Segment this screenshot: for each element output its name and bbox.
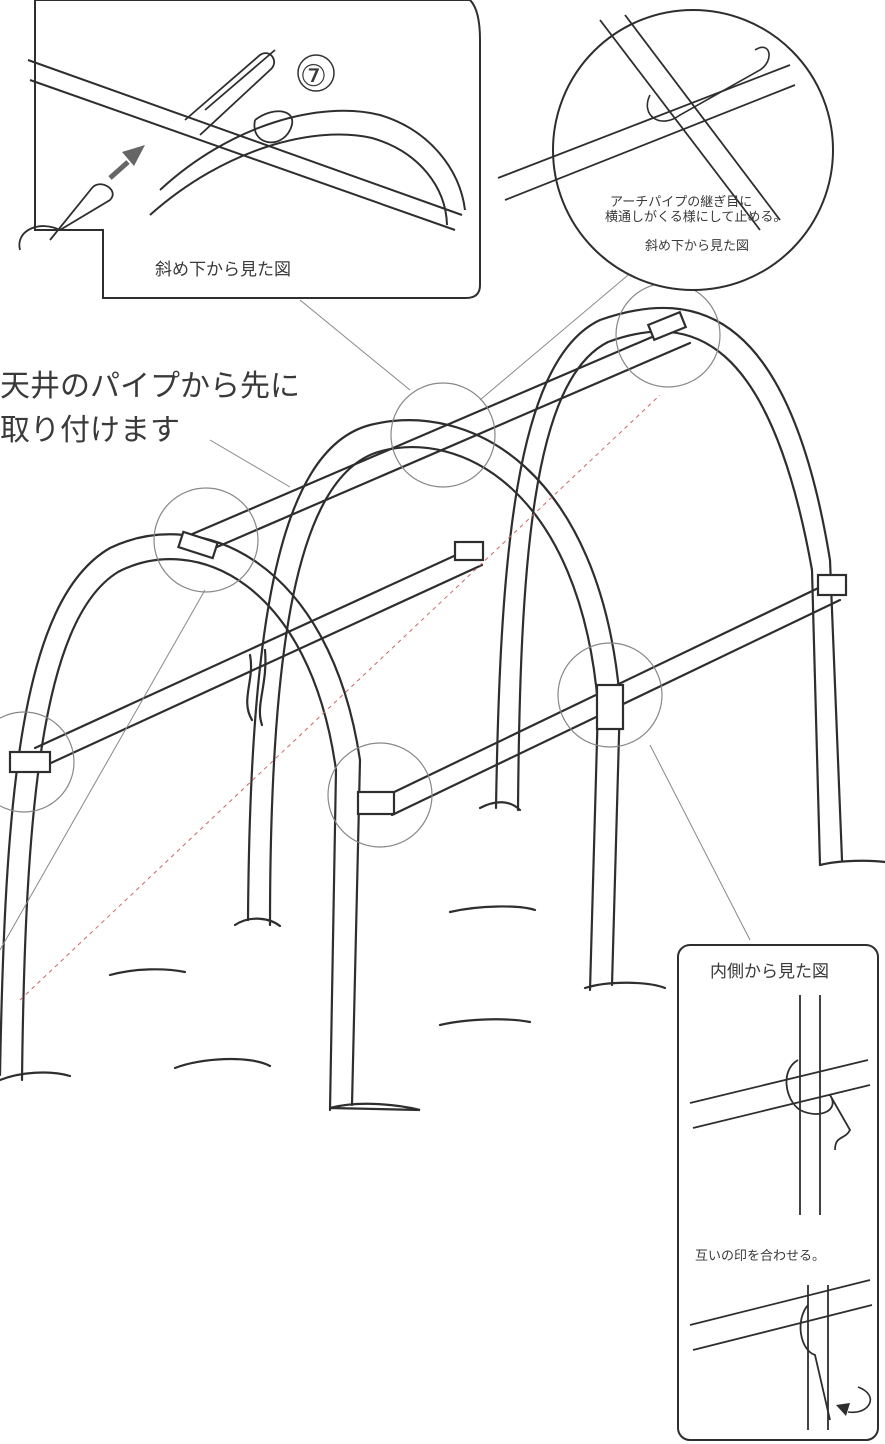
alignment-guide-line <box>19 394 661 1001</box>
ground-shadow <box>818 859 885 867</box>
ground-shadow <box>583 981 667 990</box>
cross-detail-upper <box>689 995 871 1215</box>
side-clip-back <box>816 573 848 597</box>
panel-bottom-right: 内側から見た図 互いの印を合わせる。 <box>677 944 879 1441</box>
detail-circle-side-mid <box>557 642 663 748</box>
detail-circle-ridge-front <box>153 487 259 593</box>
frame-structure <box>0 306 885 1112</box>
ground-shadow <box>478 801 522 812</box>
panel-bottom-right-note: 互いの印を合わせる。 <box>695 1249 825 1264</box>
ground-shadow <box>0 1071 72 1082</box>
panel-top-left: ⑦ 斜め下から見た図 <box>18 0 481 299</box>
panel-bottom-right-title: 内側から見た図 <box>710 962 829 982</box>
detail-circles <box>0 282 721 848</box>
panel-top-right-caption: 斜め下から見た図 <box>645 239 749 254</box>
side-clip-middle <box>595 683 625 731</box>
panel-top-right-note-2: 横通しがくる様にして止める。 <box>605 210 786 225</box>
front-arch <box>0 533 362 1112</box>
heading-line-2: 取り付けます <box>0 413 180 448</box>
ground-shadow <box>329 1102 421 1112</box>
ground-shadow <box>173 1057 272 1070</box>
panel-top-right-note-1: アーチパイプの継ぎ目に <box>610 195 752 210</box>
ridge-clip-back <box>646 310 688 342</box>
step-number-badge <box>297 54 335 92</box>
leader-lines <box>0 264 751 951</box>
panel-top-right: アーチパイプの継ぎ目に 横通しがくる様にして止める。 斜め下から見た図 <box>497 9 834 291</box>
ground-shadow <box>438 1018 532 1027</box>
cross-detail-lower <box>689 1279 873 1430</box>
detail-circle-side-left <box>0 711 75 813</box>
heading-line-1: 天井のパイプから先に <box>0 369 300 404</box>
ground-shadow <box>108 968 187 977</box>
side-clip-inner <box>453 540 485 562</box>
ground-shadow <box>233 917 282 928</box>
left-side-purlin <box>33 543 484 770</box>
detail-circle-side-front <box>327 742 433 848</box>
push-arrow-icon <box>108 145 145 180</box>
panel-top-left-caption: 斜め下から見た図 <box>155 260 291 280</box>
side-clip-front-right <box>356 790 396 816</box>
middle-arch <box>246 419 622 992</box>
back-arch <box>494 306 844 867</box>
tie-wrap-middle <box>246 648 267 727</box>
rotate-arrow-icon <box>836 1386 871 1416</box>
ridge-clip-front <box>177 530 219 560</box>
step-number: ⑦ <box>300 59 327 94</box>
detail-circle-ridge-mid <box>390 382 496 488</box>
side-clip-left <box>8 750 52 774</box>
ridge-pipe <box>188 323 692 555</box>
ground-shadow <box>448 905 537 914</box>
